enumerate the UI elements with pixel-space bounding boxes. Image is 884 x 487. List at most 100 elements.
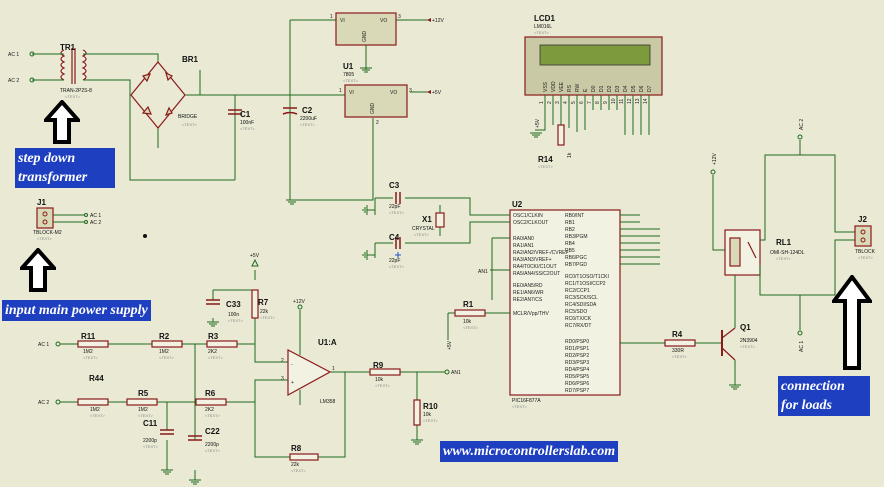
lcd-lm016l <box>524 36 663 146</box>
c2-ref: C2 <box>302 106 313 115</box>
power-wires <box>32 19 430 223</box>
crystal-section <box>362 192 500 260</box>
r3-text: <TEXT> <box>208 355 224 360</box>
j1-value: TBLOCK-M2 <box>33 230 62 236</box>
svg-text:-: - <box>291 362 293 368</box>
r10-value: 10k <box>423 412 432 418</box>
lcd-pin-vee: VEE <box>559 81 565 92</box>
pic-pin-9: RE1/AN6/WR <box>513 290 544 296</box>
r2-ref: R2 <box>159 332 170 341</box>
lcd-text: <TEXT> <box>534 30 550 35</box>
svg-text:1: 1 <box>339 88 342 94</box>
lcd-pin-d3: D3 <box>615 85 621 92</box>
u2-text: <TEXT> <box>512 404 528 409</box>
r5-value: 1M2 <box>138 407 148 413</box>
u1-text: <TEXT> <box>343 78 359 83</box>
lcd-pin-d4: D4 <box>623 85 629 92</box>
c2-value: 2200uF <box>300 116 317 122</box>
note-loads-line2: for loads <box>781 398 832 413</box>
up-arrow-icon-transformer <box>44 100 80 144</box>
opamp-ac2: AC 2 <box>38 400 49 406</box>
c3-text: <TEXT> <box>389 210 405 215</box>
pic-pin-4: RA2/AN2/VREF-/CVREF <box>513 250 569 256</box>
r10-ref: R10 <box>423 402 438 411</box>
bridge-rectifier-br1 <box>130 61 200 129</box>
resistor-r1 <box>447 309 486 340</box>
j2-value: TBLOCK <box>855 249 876 255</box>
c33-ref: C33 <box>226 300 241 309</box>
c2-text: <TEXT> <box>300 122 316 127</box>
r14-text: <TEXT> <box>538 164 554 169</box>
pic-pin-r-10: RC2/CCP1 <box>565 288 590 294</box>
svg-text:2: 2 <box>281 358 284 364</box>
note-step-down-line1: step down <box>18 151 76 166</box>
pic-pin-7: RA5/AN4/SS/C2OUT <box>513 271 560 277</box>
r6-text: <TEXT> <box>205 413 221 418</box>
x1-value: CRYSTAL <box>412 226 435 232</box>
c3-value: 22pF <box>389 204 400 210</box>
lcd-pin-d1: D1 <box>599 85 605 92</box>
r4-text: <TEXT> <box>672 354 688 359</box>
r1-5v: +5V <box>447 340 453 350</box>
r11-ref: R11 <box>81 332 96 341</box>
svg-text:1: 1 <box>330 14 333 20</box>
terminal-j1 <box>36 207 88 229</box>
pic-left-pin-labels: OSC1/CLKINOSC2/CLKOUTRA0/AN0RA1/AN1RA2/A… <box>513 213 569 317</box>
u1a-value: LM358 <box>320 399 336 405</box>
br1-text: <TEXT> <box>182 122 198 127</box>
lcd-pin-rs: RS <box>567 84 573 92</box>
c4-text: <TEXT> <box>389 264 405 269</box>
r7-text: <TEXT> <box>260 315 276 320</box>
svg-text:+: + <box>291 380 294 386</box>
r9-ref: R9 <box>373 361 384 370</box>
br1-ref: BR1 <box>182 55 199 64</box>
pic-pin-r-4: RB4 <box>565 241 575 247</box>
regulator-top: VI VO GND 1 3 <box>330 12 401 73</box>
q1-text: <TEXT> <box>740 344 756 349</box>
r10-text: <TEXT> <box>423 418 439 423</box>
pic-an1-label: AN1 <box>478 269 488 275</box>
u1-value: 7805 <box>343 72 354 78</box>
rl1-text: <TEXT> <box>776 256 792 261</box>
u1-ref: U1 <box>343 62 354 71</box>
r3-value: 2K2 <box>208 349 217 355</box>
svg-text:1: 1 <box>332 366 335 372</box>
pic-pin-r-20: RD4/PSP4 <box>565 367 589 373</box>
lcd-pin-num-8: 8 <box>595 101 601 104</box>
r9-value: 10k <box>375 377 384 383</box>
r1-value: 10k <box>463 319 472 325</box>
reg-top-12v: +12V <box>432 18 444 24</box>
u1a-12v: +12V <box>293 299 305 305</box>
regulator-u1: VI VO GND 1 3 2 <box>339 84 412 126</box>
c22-value: 2200p <box>205 442 219 448</box>
j1-ac1: AC 1 <box>90 213 101 219</box>
r4-value: 330R <box>672 348 684 354</box>
pic-pin-r-21: RD5/PSP5 <box>565 374 589 380</box>
lcd-pin-num-13: 13 <box>635 98 641 104</box>
lcd-pin-d2: D2 <box>607 85 613 92</box>
lcd-pin-num-9: 9 <box>603 101 609 104</box>
c1-value: 100nF <box>240 120 254 126</box>
pic-pin-8: RE0/AN5/RD <box>513 283 543 289</box>
c22-ref: C22 <box>205 427 220 436</box>
pic-pin-r-16: RD0/PSP0 <box>565 339 589 345</box>
pic-pin-0: OSC1/CLKIN <box>513 213 543 219</box>
svg-text:GND: GND <box>362 31 368 43</box>
r7-ref: R7 <box>258 298 269 307</box>
r6-ref: R6 <box>205 389 216 398</box>
br1-value: BRIDGE <box>178 114 198 120</box>
lcd-pin-d6: D6 <box>639 85 645 92</box>
lcd-pin-num-10: 10 <box>611 98 617 104</box>
c3-ref: C3 <box>389 181 400 190</box>
tr1-value: TRAN-2P2S-8 <box>60 88 92 94</box>
c22-text: <TEXT> <box>205 448 221 453</box>
pic-pin-r-19: RD3/PSP3 <box>565 360 589 366</box>
pic-pin-r-8: RC0/T1OSO/T1CKI <box>565 274 609 280</box>
note-step-down-line2: transformer <box>18 170 88 185</box>
rl1-value: OMI-SH-124DL <box>770 250 805 256</box>
rl1-ac1: AC 1 <box>799 341 805 352</box>
lcd-pin-num-3: 3 <box>555 101 561 104</box>
c33-text: <TEXT> <box>228 318 244 323</box>
rl1-ac2: AC 2 <box>799 119 805 130</box>
